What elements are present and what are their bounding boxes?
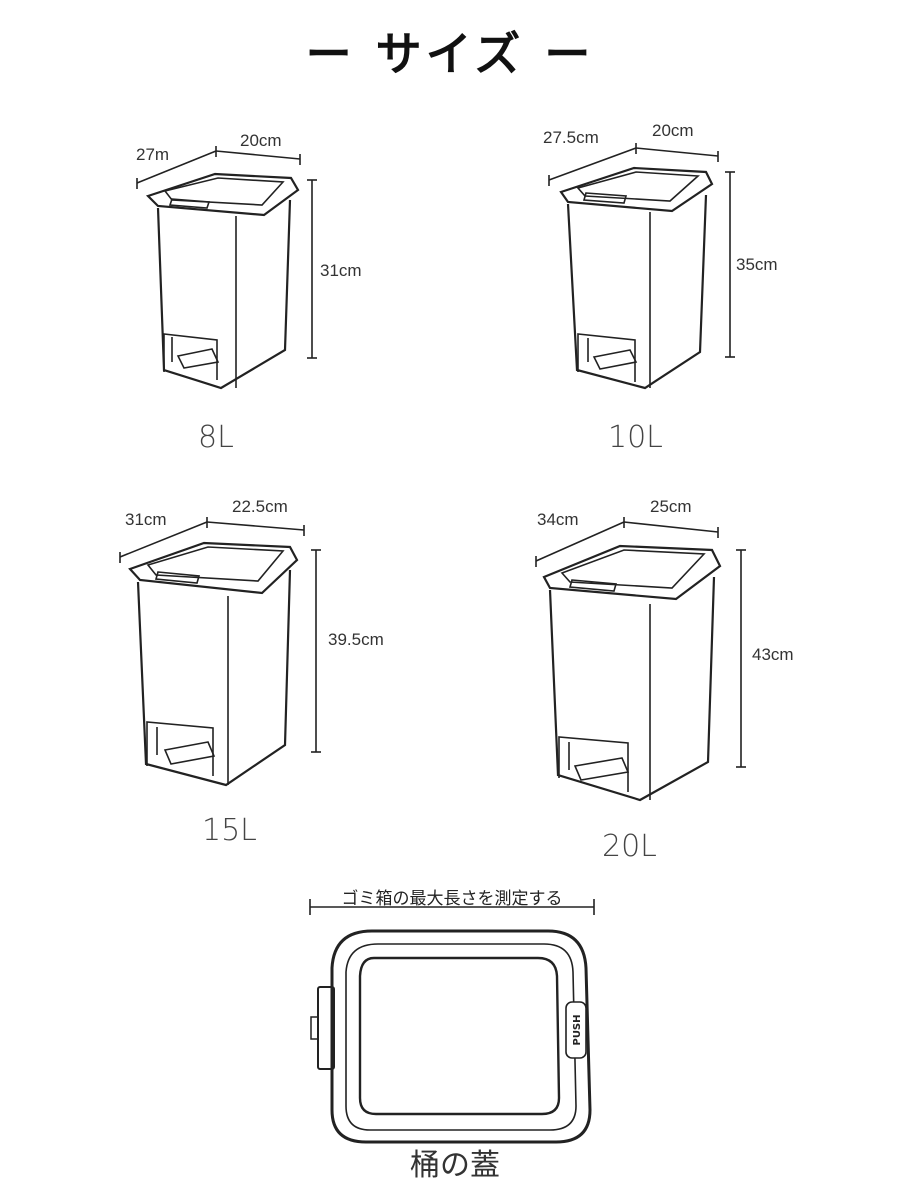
- push-label: PUSH: [572, 1014, 583, 1045]
- lid-diagram: ゴミ箱の最大長さを測定する PUSH 桶の蓋: [309, 888, 595, 1183]
- lid-panel: [358, 956, 561, 1116]
- width-dimension-line: [623, 521, 719, 538]
- capacity-label: 15L: [202, 813, 257, 848]
- lid-inner-rim: [345, 943, 577, 1131]
- depth-label: 27.5cm: [543, 128, 599, 147]
- height-label: 35cm: [736, 255, 778, 274]
- bin-15l: 31cm 22.5cm 39.5cm 15L: [119, 497, 384, 848]
- capacity-label: 10L: [608, 420, 663, 455]
- lid-outer-rim: [330, 929, 592, 1144]
- bin-outline: [559, 166, 714, 390]
- bin-10l: 27.5cm 20cm 35cm 10L: [543, 121, 778, 455]
- width-dimension-line: [635, 147, 719, 162]
- height-label: 39.5cm: [328, 630, 384, 649]
- capacity-label: 8L: [198, 420, 234, 455]
- height-dimension-line: [736, 549, 746, 768]
- bin-outline: [128, 541, 299, 787]
- bin-outline: [145, 172, 300, 390]
- width-label: 25cm: [650, 497, 692, 516]
- depth-label: 31cm: [125, 510, 167, 529]
- measure-note: ゴミ箱の最大長さを測定する: [342, 888, 563, 909]
- capacity-label: 20L: [602, 829, 657, 864]
- hinge-tab: [310, 1016, 319, 1040]
- page-title: ー サイズ ー: [305, 27, 595, 81]
- depth-dimension-line: [548, 143, 637, 186]
- depth-label: 34cm: [537, 510, 579, 529]
- push-button: [565, 1001, 587, 1059]
- width-label: 22.5cm: [232, 497, 288, 516]
- height-label: 31cm: [320, 261, 362, 280]
- bin-8l: 27m 20cm 31cm 8L: [136, 131, 362, 455]
- height-dimension-line: [307, 179, 317, 359]
- depth-label: 27m: [136, 145, 169, 164]
- height-label: 43cm: [752, 645, 794, 664]
- lid-caption: 桶の蓋: [410, 1148, 500, 1183]
- width-label: 20cm: [240, 131, 282, 150]
- height-dimension-line: [725, 171, 735, 358]
- bin-outline: [542, 544, 722, 802]
- width-dimension-line: [215, 150, 301, 165]
- measure-bar: [309, 899, 595, 915]
- bin-20l: 34cm 25cm 43cm 20L: [535, 497, 794, 864]
- width-dimension-line: [206, 521, 305, 536]
- width-label: 20cm: [652, 121, 694, 140]
- height-dimension-line: [311, 549, 321, 753]
